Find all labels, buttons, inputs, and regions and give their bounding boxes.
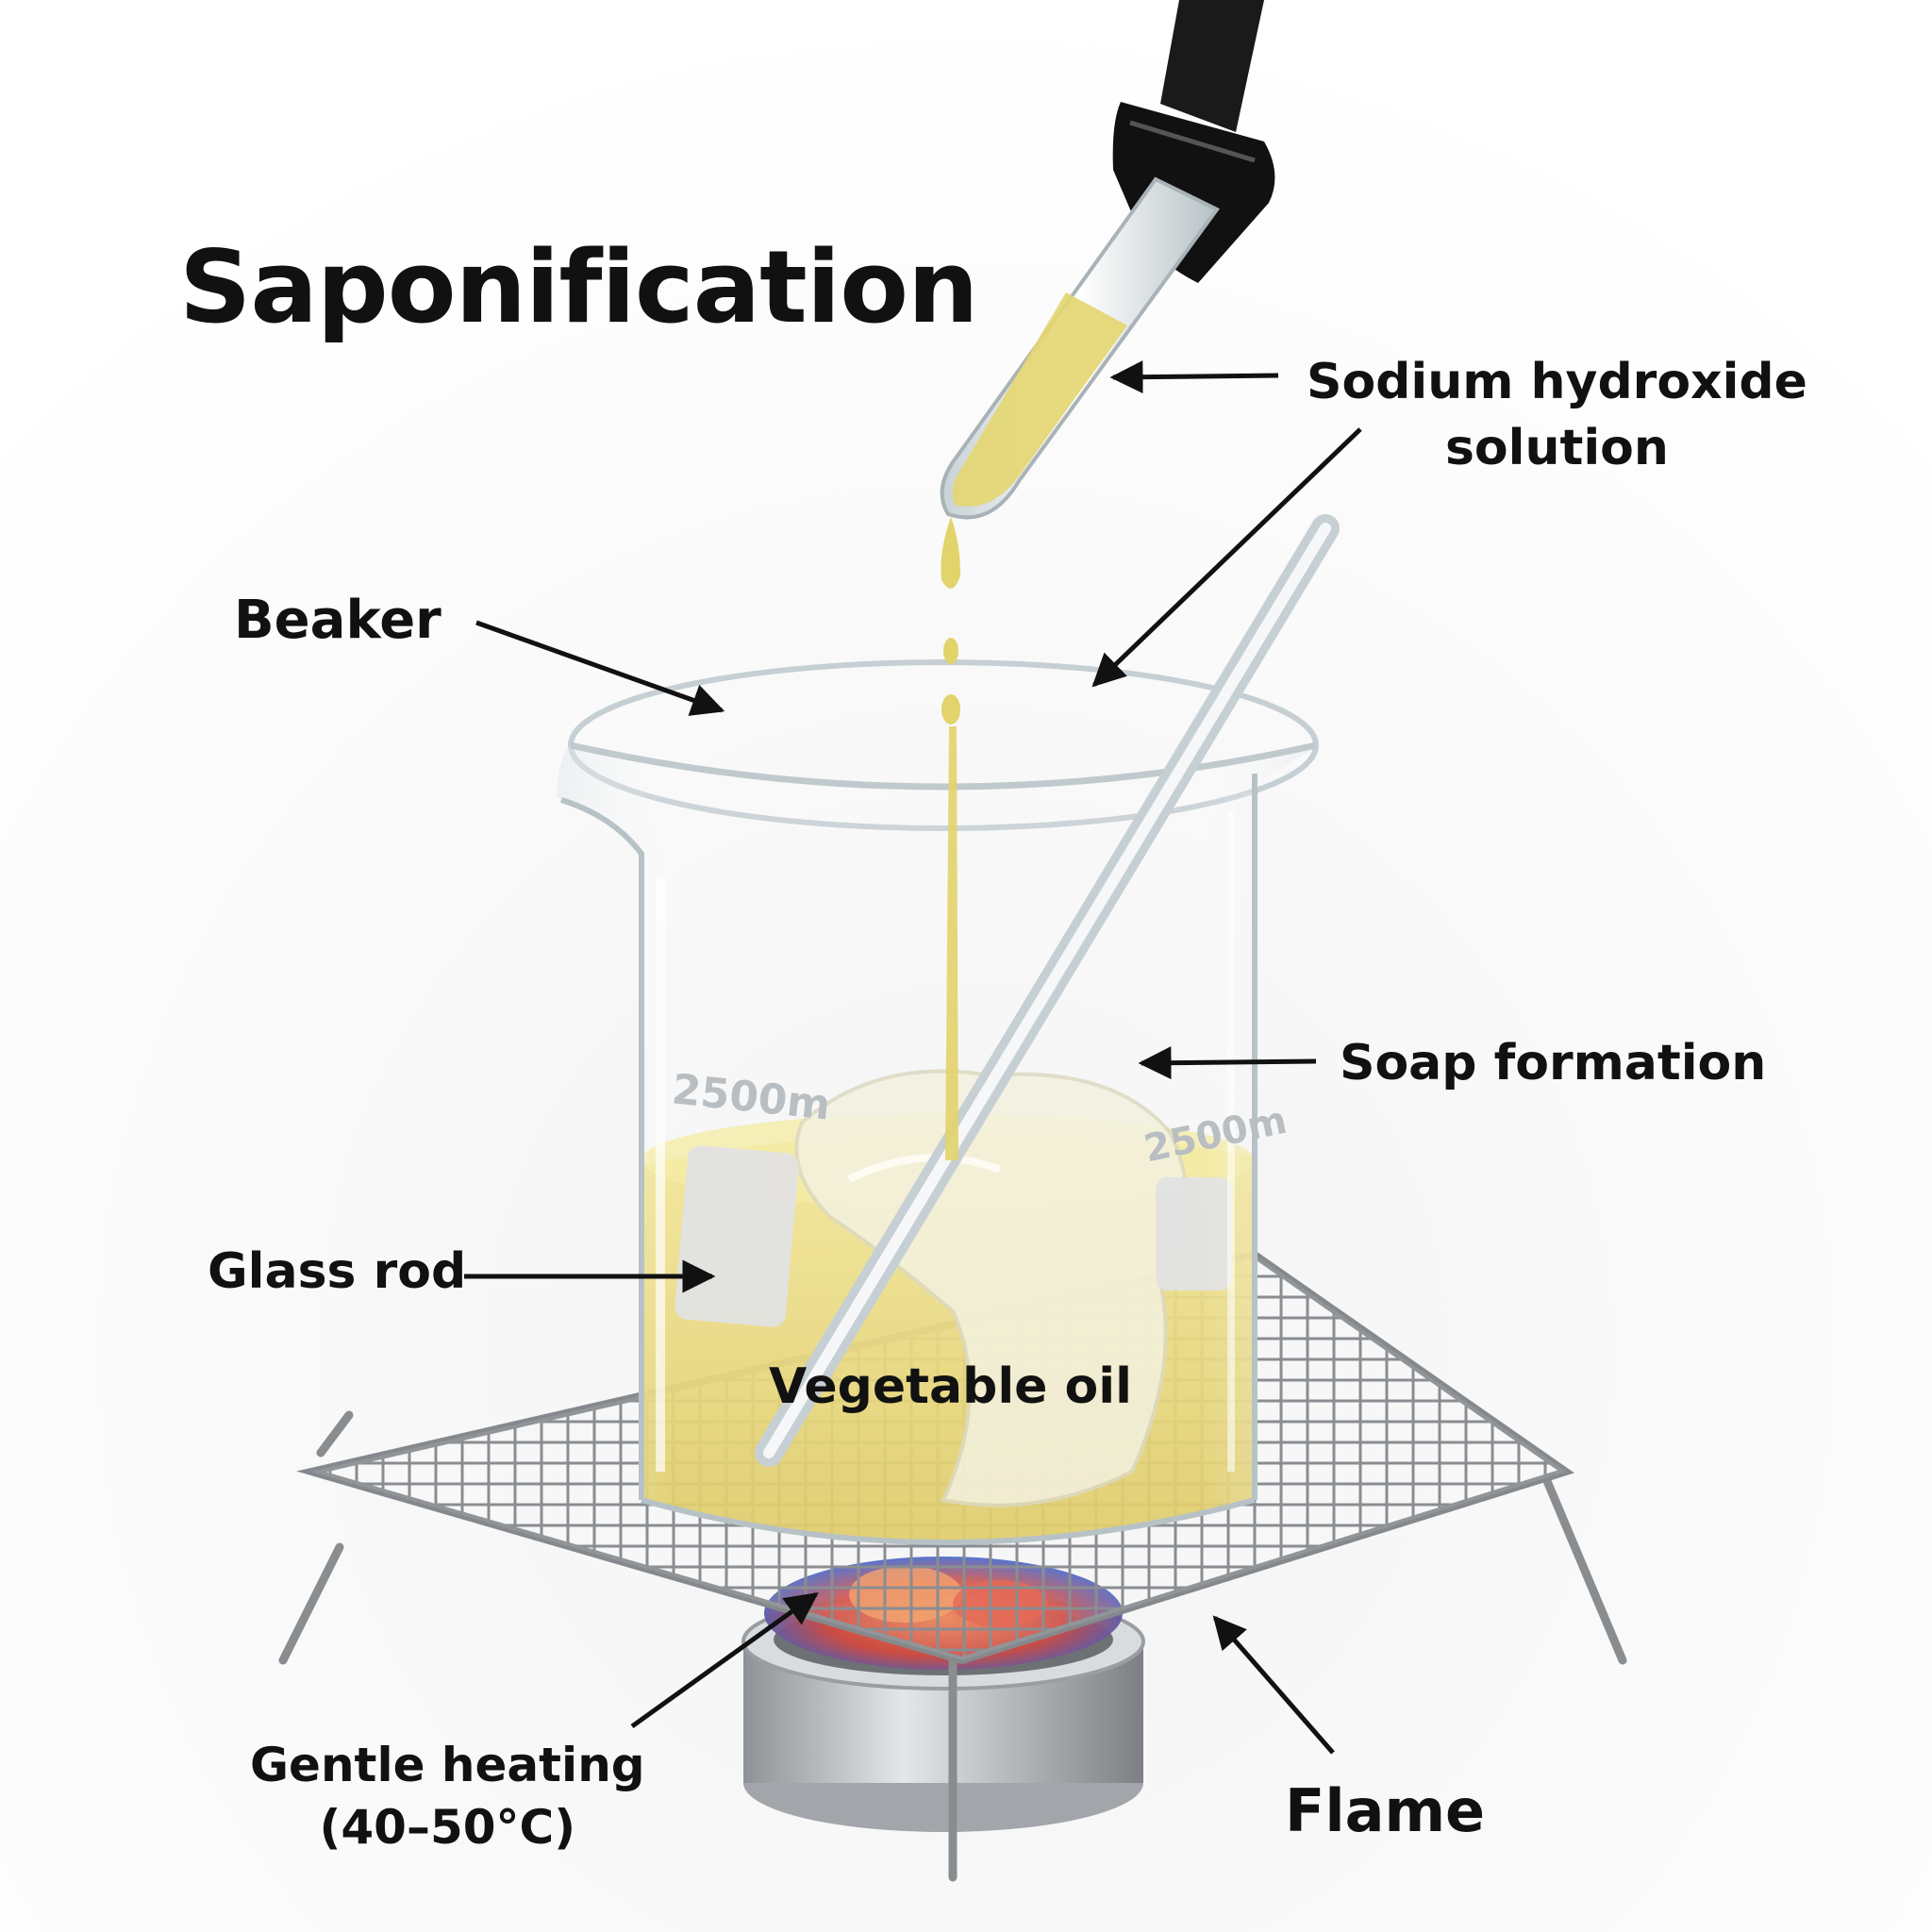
arrow-flame: [1212, 1615, 1335, 1755]
label-gentle-heating-line1: Gentle heating: [250, 1738, 645, 1792]
label-beaker: Beaker: [234, 590, 441, 651]
glass-rod-illustration: [755, 514, 1340, 1467]
label-soap-formation: Soap formation: [1340, 1035, 1767, 1091]
naoh-drops: [941, 517, 960, 1160]
label-glass-rod: Glass rod: [208, 1243, 467, 1300]
stand-legs: [278, 1410, 1627, 1882]
diagram-title: Saponification: [179, 229, 978, 345]
dropper-illustration: [940, 0, 1275, 520]
leader-arrows: [464, 360, 1362, 1755]
arrow-beaker-rim: [1091, 427, 1362, 688]
label-vegetable-oil: Vegetable oil: [769, 1358, 1132, 1415]
beaker-body: [557, 741, 1317, 1545]
label-flame: Flame: [1285, 1776, 1486, 1845]
arrow-soap: [1138, 1046, 1317, 1080]
arrow-heating: [630, 1591, 819, 1729]
label-gentle-heating-line2: (40–50°C): [319, 1800, 576, 1855]
label-sodium-hydroxide: Sodium hydroxide solution: [1307, 349, 1807, 481]
arrow-naoh: [1109, 360, 1279, 394]
label-gentle-heating: Gentle heating (40–50°C): [250, 1734, 645, 1858]
arrow-beaker: [475, 620, 725, 716]
label-sodium-hydroxide-line1: Sodium hydroxide: [1307, 354, 1807, 410]
label-sodium-hydroxide-line2: solution: [1444, 420, 1669, 476]
